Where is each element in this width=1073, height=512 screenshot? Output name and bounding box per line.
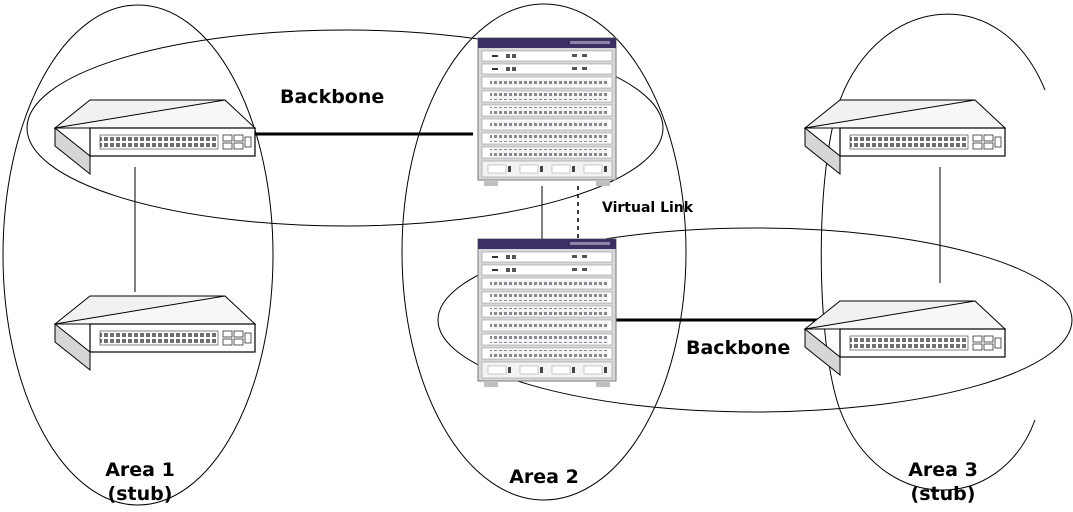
area3-type: (stub) xyxy=(910,483,976,505)
area1-name: Area 1 xyxy=(105,459,175,481)
area1-type: (stub) xyxy=(107,483,173,505)
switch-icon xyxy=(804,300,1006,376)
area2-name: Area 2 xyxy=(509,466,579,488)
switch-icon xyxy=(804,99,1006,175)
area3-label: Area 3 (stub) xyxy=(898,458,988,506)
chassis-switch-icon xyxy=(477,238,617,388)
area3-name: Area 3 xyxy=(908,459,978,481)
chassis-switch-icon xyxy=(477,37,617,187)
area1-boundary xyxy=(2,4,274,506)
switch-icon xyxy=(54,295,256,371)
backbone-bottom-boundary xyxy=(437,227,1073,413)
switch-icon xyxy=(54,99,256,175)
backbone-label-top: Backbone xyxy=(280,86,385,108)
backbone-label-bottom: Backbone xyxy=(686,337,791,359)
virtual-link-label: Virtual Link xyxy=(602,200,694,216)
area3-boundary xyxy=(820,13,1046,491)
backbone-top-boundary xyxy=(26,29,664,227)
area2-label: Area 2 xyxy=(499,465,589,489)
area2-boundary xyxy=(401,3,687,501)
area1-label: Area 1 (stub) xyxy=(95,458,185,506)
